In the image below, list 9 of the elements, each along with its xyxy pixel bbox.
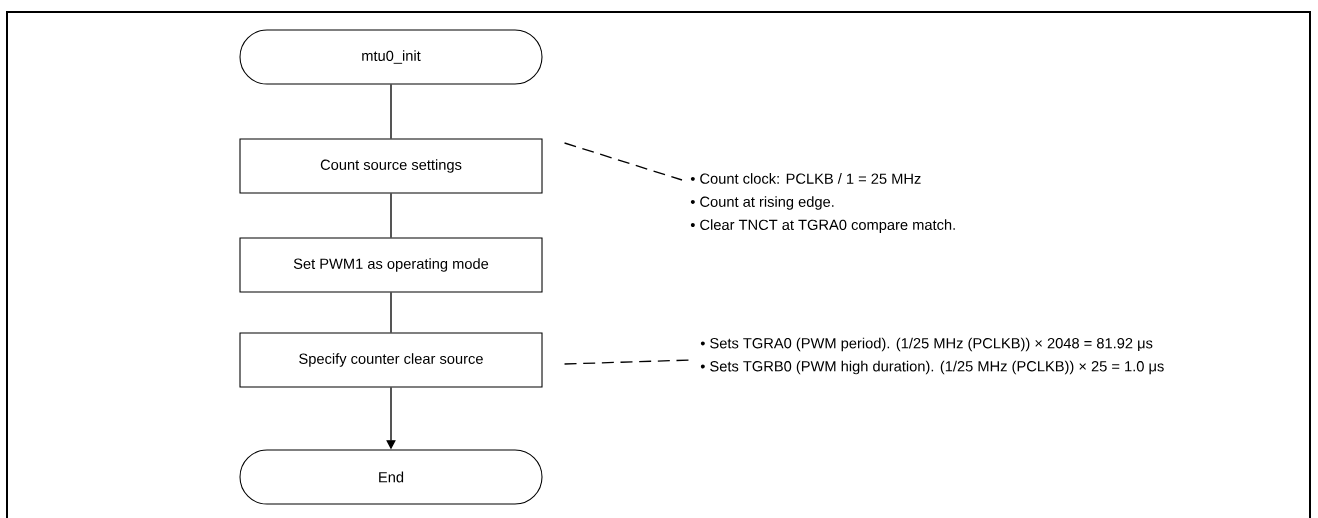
- note-text: • Sets TGRA0 (PWM period). (1/25 MHz (PCLKB)) × 2048 = 81.92 μs • Sets TGRB0 (PWM high duration). (1/25 MHz (PCLKB)) × 25 = 1.0 μs: [700, 337, 1164, 375]
- connector-line: [390, 83, 392, 140]
- note-text: • Count clock: PCLKB / 1 = 25 MHz • Count at rising edge. • Clear TNCT at TGRA0 compare match.: [690, 173, 955, 233]
- process-box: Set PWM1 as operating mode: [239, 237, 543, 293]
- process-box: Specify counter clear source: [239, 332, 543, 388]
- process-box: Count source settings: [239, 138, 543, 194]
- connector-line: [390, 291, 392, 334]
- leader-line: [563, 142, 683, 181]
- connector-line: [390, 192, 392, 239]
